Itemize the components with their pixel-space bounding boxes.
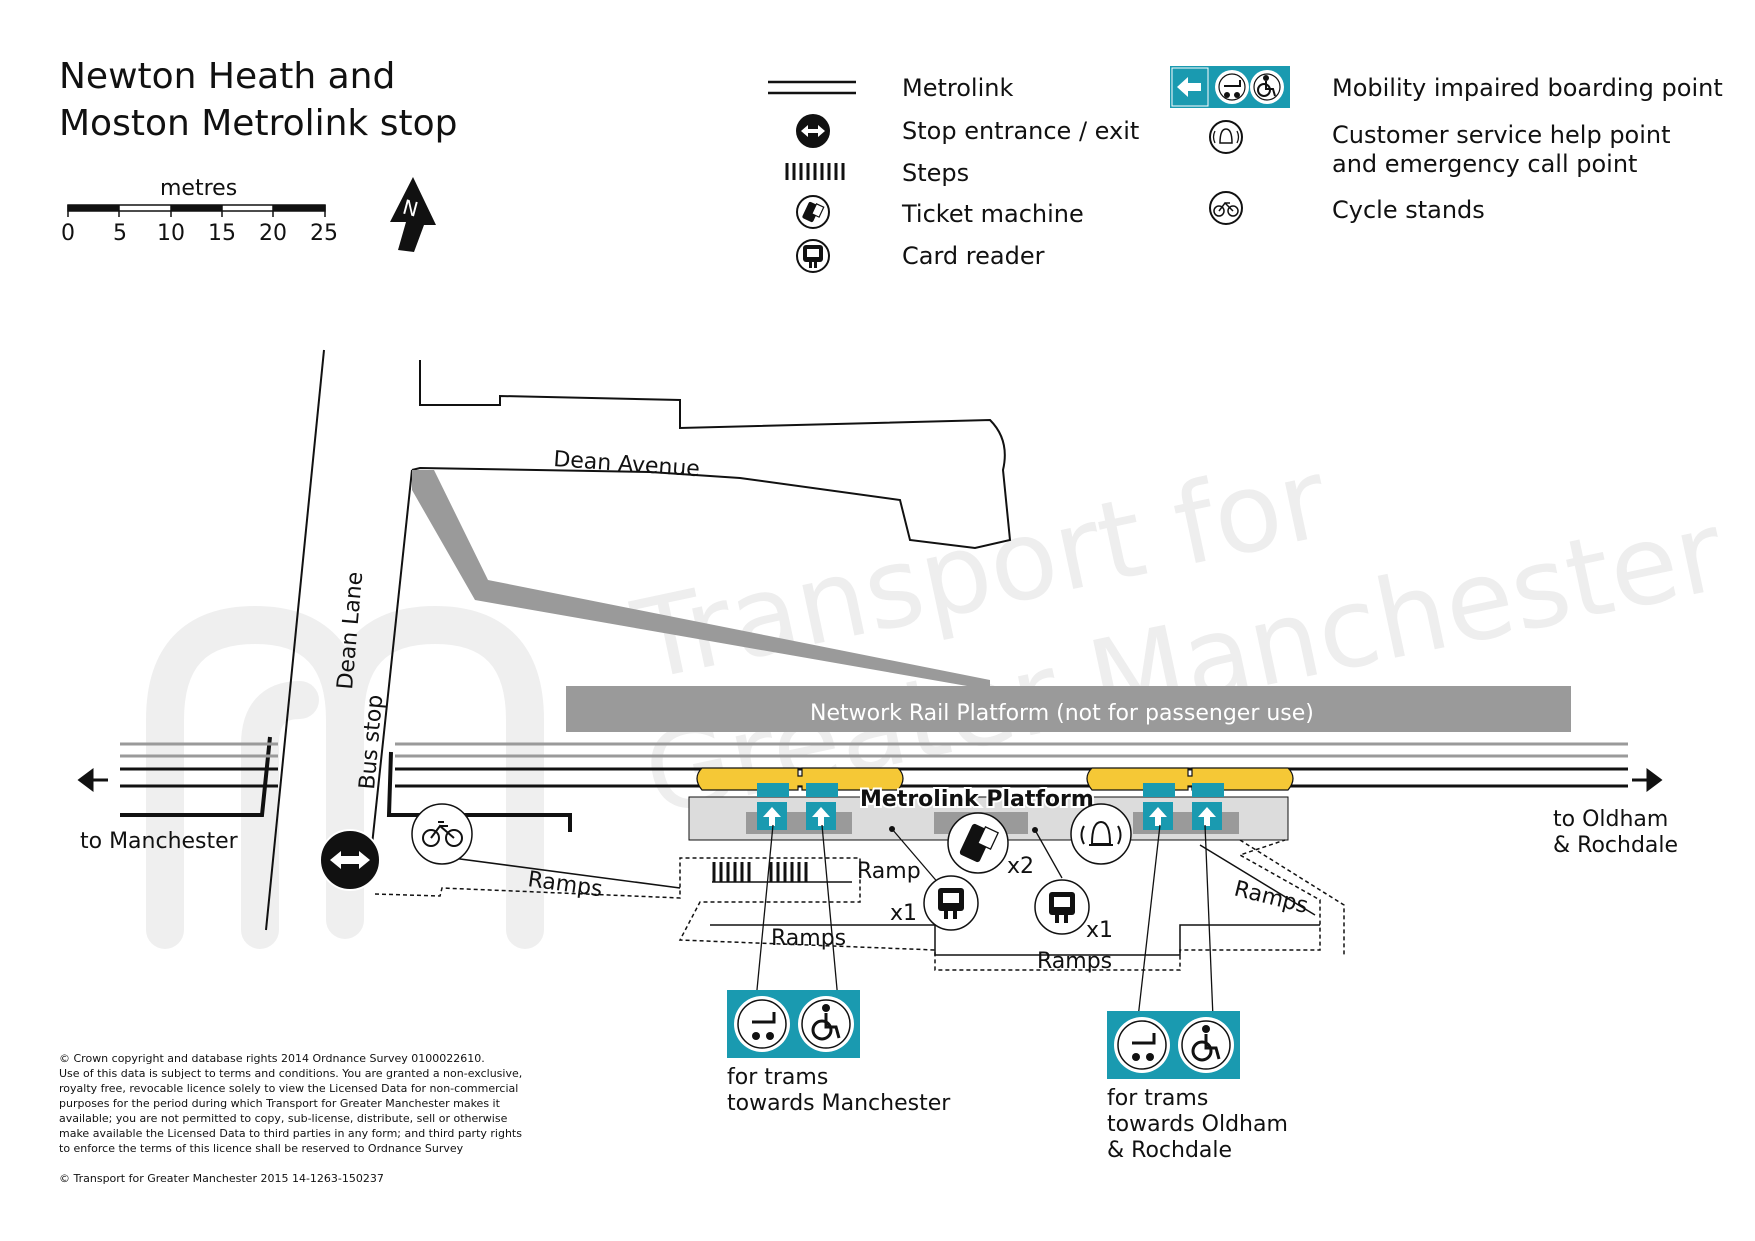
card-reader-icon: [796, 239, 830, 273]
scale-bar: metres 0 5 10 15 20 25: [61, 176, 338, 246]
help-point-icon: [1209, 120, 1243, 154]
footer-line: purposes for the period during which Tra…: [59, 1097, 501, 1110]
cycle-stand-marker: [411, 803, 473, 865]
footer-line: to enforce the terms of this licence sha…: [59, 1142, 464, 1155]
boarding-panel-oldham: [1107, 1011, 1240, 1079]
card-reader-count-west: x1: [890, 901, 917, 926]
ramps-label-middle: Ramps: [771, 926, 846, 951]
entrance-icon: [796, 114, 830, 148]
boarding-oldham-line1: for trams: [1107, 1086, 1208, 1111]
legend-mobility: Mobility impaired boarding point: [1332, 74, 1723, 102]
boarding-marker-west-2: [806, 783, 838, 830]
boarding-marker-east-2: [1192, 783, 1224, 830]
metrolink-tracks: [120, 767, 1628, 788]
legend-cycle: Cycle stands: [1332, 196, 1485, 224]
footer-copyright: © Transport for Greater Manchester 2015 …: [59, 1172, 384, 1185]
boarding-panel-manchester: [727, 990, 860, 1058]
ticket-machine-count: x2: [1007, 854, 1034, 879]
scale-tick-15: 15: [208, 221, 236, 246]
title-line2: Moston Metrolink stop: [59, 103, 457, 144]
ramp-outlines: [374, 839, 1345, 971]
metrolink-platform-label: Metrolink Platform: [860, 787, 1094, 812]
card-reader-marker-west: [923, 875, 979, 931]
boarding-manchester-line1: for trams: [727, 1065, 828, 1090]
metrolink-line-icon: [768, 80, 856, 95]
entrance-marker: [319, 829, 381, 891]
footer-line: available; you are not permitted to copy…: [59, 1112, 508, 1125]
leader-lines: [755, 824, 1214, 1019]
cycle-stand-icon: [1209, 191, 1243, 225]
ramps-label-east: Ramps: [1232, 877, 1311, 919]
footer-licence: © Crown copyright and database rights 20…: [59, 1052, 522, 1185]
steps-icon: [785, 163, 845, 180]
ramps-label-south: Ramps: [1037, 949, 1112, 974]
ramp-solid-edges: [444, 844, 1320, 956]
legend-ticket-machine: Ticket machine: [901, 200, 1084, 228]
boarding-marker-east-1: [1143, 783, 1175, 830]
scale-tick-10: 10: [157, 221, 185, 246]
direction-arrow-oldham: [1632, 768, 1663, 792]
to-oldham-label-1: to Oldham: [1553, 807, 1668, 832]
card-reader-count-east: x1: [1086, 918, 1113, 943]
scale-tick-25: 25: [310, 221, 338, 246]
footer-line: Use of this data is subject to terms and…: [59, 1067, 522, 1080]
legend-entrance: Stop entrance / exit: [902, 117, 1139, 145]
bus-stop-kerb: [120, 736, 572, 832]
tram-west: [696, 767, 904, 791]
north-label: N: [400, 195, 421, 222]
ticket-machine-icon: [796, 195, 830, 229]
direction-arrow-manchester: [77, 768, 108, 792]
footer-line: © Crown copyright and database rights 20…: [59, 1052, 485, 1065]
scale-tick-5: 5: [113, 221, 127, 246]
boarding-marker-west-1: [757, 783, 789, 830]
street-dean-avenue: Dean Avenue: [553, 447, 701, 482]
streets: [265, 349, 1012, 931]
title-line1: Newton Heath and: [59, 56, 395, 97]
ticket-machine-marker: [947, 812, 1009, 874]
footer-line: royalty free, revocable licence solely t…: [59, 1082, 518, 1095]
legend-steps: Steps: [902, 159, 969, 187]
to-manchester-label: to Manchester: [80, 829, 239, 854]
legend-metrolink: Metrolink: [902, 74, 1013, 102]
scale-tick-0: 0: [61, 221, 75, 246]
boarding-oldham-line3: & Rochdale: [1107, 1138, 1232, 1163]
legend-help-point-line2: and emergency call point: [1332, 150, 1637, 178]
rail-tracks: [120, 742, 1628, 758]
network-rail-label: Network Rail Platform (not for passenger…: [810, 701, 1314, 726]
card-reader-marker-east: [1034, 879, 1090, 935]
ramp-label-steps: Ramp: [857, 859, 921, 884]
to-oldham-label-2: & Rochdale: [1553, 833, 1678, 858]
steps-marker: [712, 862, 808, 882]
help-point-marker: [1070, 803, 1132, 865]
legend-card-reader: Card reader: [902, 242, 1045, 270]
leader-dot-card-reader-east: [1032, 827, 1038, 833]
tram-east: [1086, 767, 1294, 791]
north-arrow-icon: N: [390, 177, 436, 252]
leader-dot-card-reader-west: [889, 826, 895, 832]
boarding-oldham-line2: towards Oldham: [1107, 1112, 1288, 1137]
network-rail-platform: [566, 686, 1571, 732]
boarding-manchester-line2: towards Manchester: [727, 1091, 951, 1116]
footer-line: make available the Licensed Data to thir…: [59, 1127, 522, 1140]
scale-tick-20: 20: [259, 221, 287, 246]
legend-help-point-line1: Customer service help point: [1332, 121, 1671, 149]
mobility-boarding-icon: [1170, 66, 1290, 108]
scale-unit: metres: [160, 176, 237, 201]
legend: Metrolink Stop entrance / exit Steps Tic…: [768, 66, 1723, 273]
